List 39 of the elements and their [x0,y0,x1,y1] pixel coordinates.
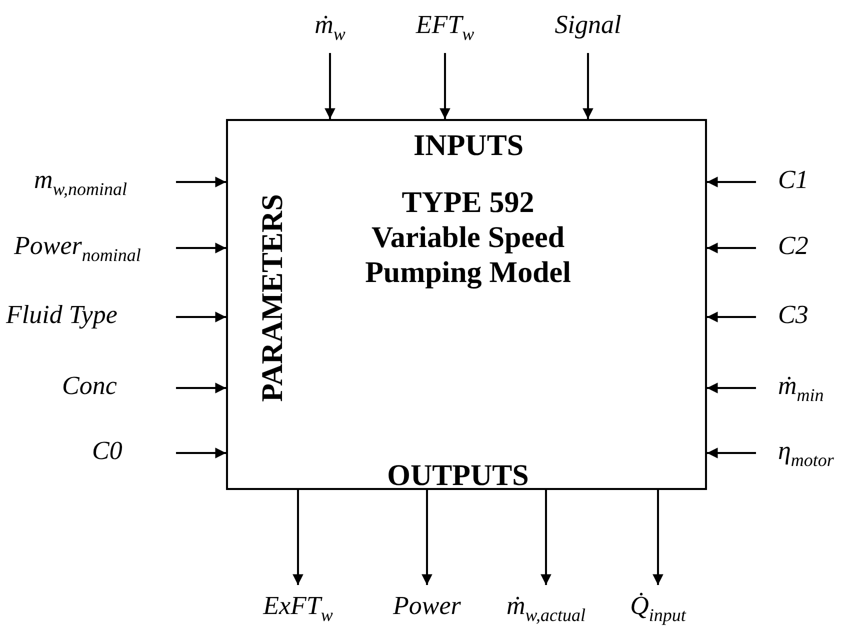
block-title: TYPE 592 Variable Speed Pumping Model [364,185,572,290]
variable-label: η$_{motor}$ [756,436,840,470]
arrow [706,312,756,322]
arrow [176,448,226,458]
variable-label: Q̇$_{input}$ [610,585,706,626]
vertical-heading: PARAMETERS [256,193,290,404]
variable-label: C2 [756,231,826,265]
arrow [706,176,756,188]
arrow [706,448,756,458]
arrow [706,382,756,394]
variable-label: C3 [756,300,826,334]
variable-label: Power [374,585,480,626]
variable-label: ṁ$_{min}$ [756,371,836,405]
variable-label: ExFT$_{w}$ [238,585,358,626]
variable-label: Power$_{nominal}$ [14,231,176,265]
arrow [324,53,336,120]
arrow [176,312,226,322]
arrow [706,242,756,254]
variable-label: C1 [756,165,826,199]
arrow [440,53,450,120]
arrow [176,242,226,254]
section-heading: INPUTS [412,129,525,163]
arrow [652,490,664,586]
variable-label: Signal [540,10,636,53]
arrow [292,490,304,586]
variable-label: Fluid Type [6,300,176,334]
variable-label: ṁ$_{w,actual}$ [486,585,606,626]
variable-label: EFT$_{w}$ [400,10,490,53]
variable-label: Conc [62,371,176,405]
arrow [176,382,226,394]
arrow [422,490,432,586]
variable-label: ṁ$_{w}$ [300,10,360,53]
arrow [176,176,226,188]
arrow [582,53,594,120]
model-block [226,119,707,490]
variable-label: C0 [92,436,176,470]
variable-label: m$_{w,nominal}$ [34,165,176,199]
section-heading: OUTPUTS [386,459,530,493]
arrow [540,490,552,586]
